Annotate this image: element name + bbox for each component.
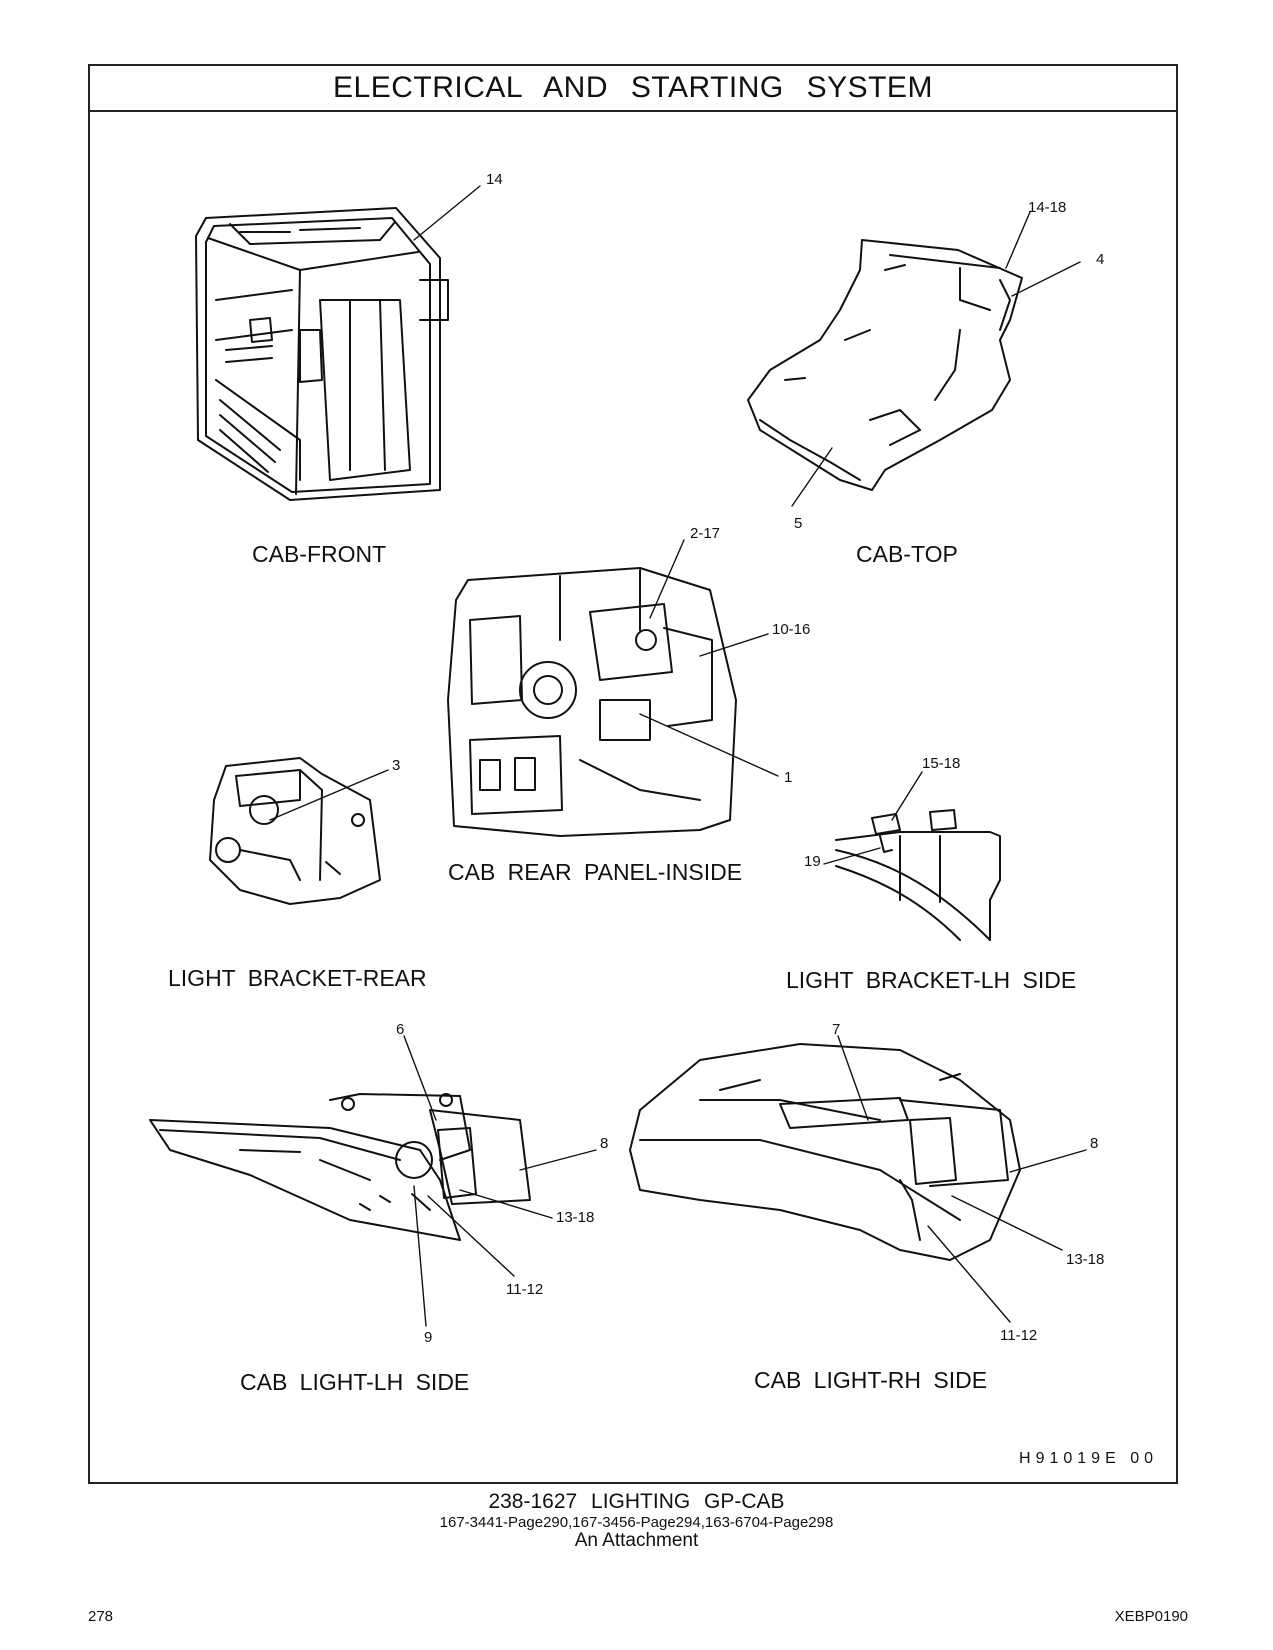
light-bracket-lh-drawing [835,809,1001,941]
callout-labels: 14 14-18 4 5 2-17 10-16 1 3 15-18 19 6 8… [392,171,1104,1346]
caption-light-bracket-lh: LIGHT BRACKET-LH SIDE [786,967,1076,993]
footer-group-title: 238-1627 LIGHTING GP-CAB [488,1490,785,1513]
page-title: ELECTRICAL AND STARTING SYSTEM [333,71,933,104]
cab-rear-panel-drawing [447,567,737,837]
callout-6: 6 [396,1021,404,1038]
callout-2-17: 2-17 [690,525,720,542]
callout-5: 5 [794,515,802,532]
callout-4: 4 [1096,251,1104,268]
callout-13-18-lh: 13-18 [556,1209,594,1226]
callout-11-12-lh: 11-12 [506,1281,543,1298]
callout-14: 14 [486,171,503,188]
callout-1: 1 [784,769,792,786]
cab-light-lh-drawing [149,1093,531,1241]
callout-8-rh: 8 [1090,1135,1098,1152]
page-number: 278 [88,1608,114,1625]
callout-15-18: 15-18 [922,755,960,772]
footer-note: An Attachment [574,1530,699,1551]
caption-cab-light-lh: CAB LIGHT-LH SIDE [240,1369,469,1395]
document-id: XEBP0190 [1114,1608,1188,1625]
light-bracket-rear-drawing [209,757,381,905]
callout-19: 19 [804,853,821,870]
callout-11-12-rh: 11-12 [1000,1327,1037,1344]
callout-3: 3 [392,757,400,774]
leader-lines [269,185,1087,1327]
callout-9: 9 [424,1329,432,1346]
callout-10-16: 10-16 [772,621,810,638]
cab-light-rh-drawing [629,1043,1021,1261]
drawing-code: H91019E 00 [1019,1450,1158,1467]
caption-cab-rear-panel: CAB REAR PANEL-INSIDE [448,859,742,885]
callout-13-18-rh: 13-18 [1066,1251,1104,1268]
view-captions: CAB-FRONT CAB-TOP CAB REAR PANEL-INSIDE … [168,541,1076,1395]
illustration-frame: ELECTRICAL AND STARTING SYSTEM H91019E 0… [88,64,1178,1484]
cab-front-drawing [195,207,449,501]
cab-top-drawing [747,239,1023,491]
caption-cab-top: CAB-TOP [856,541,958,567]
caption-cab-light-rh: CAB LIGHT-RH SIDE [754,1367,987,1393]
callout-14-18: 14-18 [1028,199,1066,216]
caption-light-bracket-rear: LIGHT BRACKET-REAR [168,965,427,991]
callout-8-lh: 8 [600,1135,608,1152]
title-bar: ELECTRICAL AND STARTING SYSTEM [90,66,1176,112]
callout-7: 7 [832,1021,840,1038]
caption-cab-front: CAB-FRONT [252,541,386,567]
footer-references: 167-3441-Page290,167-3456-Page294,163-67… [439,1514,834,1531]
